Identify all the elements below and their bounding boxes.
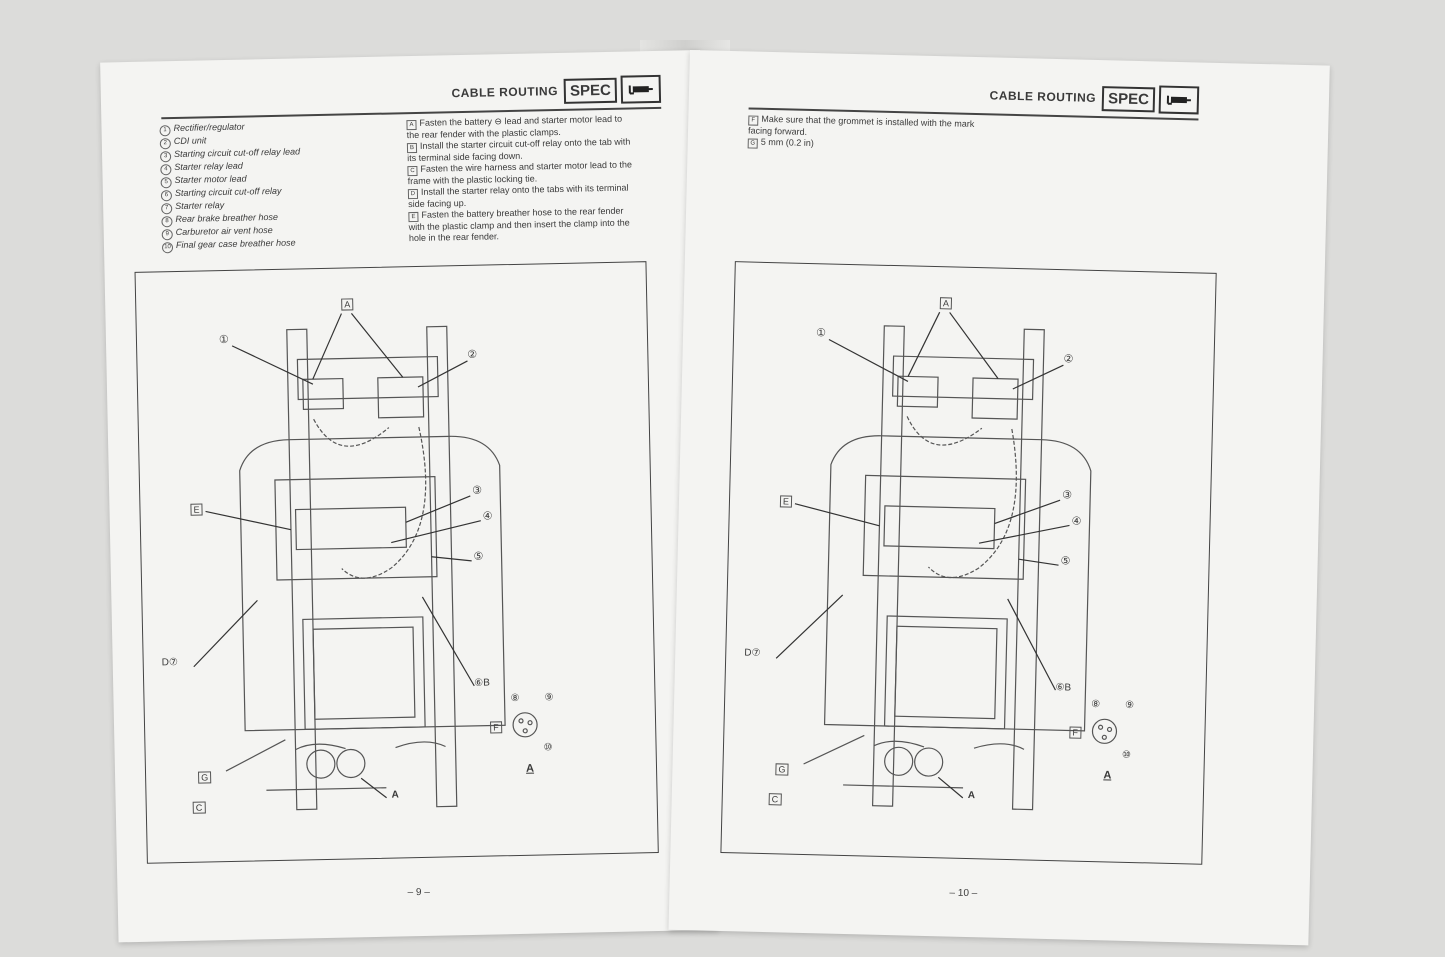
callout-9: ⑨ xyxy=(1124,699,1135,712)
page-header: CABLE ROUTING SPEC xyxy=(989,79,1200,116)
callout-2: ② xyxy=(1063,353,1074,366)
callout-10: ⑩ xyxy=(543,742,553,754)
callout-a-bottom: A xyxy=(391,789,399,801)
wrench-plug-icon xyxy=(620,74,662,104)
cable-routing-diagram: ① A ② ③ ④ ⑤ ⑥B E D⑦ F ⑧ ⑨ ⑩ A G C A xyxy=(134,261,659,864)
callout-8: ⑧ xyxy=(1090,698,1101,711)
callout-d7: D⑦ xyxy=(161,657,179,669)
callout-g: G xyxy=(775,763,789,776)
callout-1: ① xyxy=(218,333,229,347)
callout-1: ① xyxy=(815,327,827,340)
callout-f: F xyxy=(1069,726,1082,739)
page-header: CABLE ROUTING SPEC xyxy=(451,73,662,109)
callout-5: ⑤ xyxy=(1060,555,1071,568)
callout-e: E xyxy=(779,495,793,508)
callout-e: E xyxy=(190,503,203,516)
callout-4: ④ xyxy=(482,510,493,523)
frame-drawing xyxy=(775,311,1118,811)
callout-d7: D⑦ xyxy=(744,647,761,659)
callout-f: F xyxy=(490,721,502,734)
wrench-plug-icon xyxy=(1158,85,1200,115)
callout-5: ⑤ xyxy=(473,550,484,563)
callout-6b: ⑥B xyxy=(474,677,490,689)
callout-6b: ⑥B xyxy=(1055,682,1072,694)
callout-a-top: A xyxy=(341,298,354,311)
page-number: – 10 – xyxy=(949,887,978,900)
callout-g: G xyxy=(198,771,212,784)
view-a-label: A xyxy=(1103,769,1112,782)
spec-badge: SPEC xyxy=(563,77,618,104)
callout-2: ② xyxy=(467,348,478,361)
page-number: – 9 – xyxy=(407,886,430,899)
section-title: CABLE ROUTING xyxy=(989,88,1097,105)
spec-badge: SPEC xyxy=(1101,85,1156,112)
callout-c: C xyxy=(768,793,782,806)
callout-9: ⑨ xyxy=(544,692,554,704)
callout-10: ⑩ xyxy=(1121,749,1131,761)
section-title: CABLE ROUTING xyxy=(451,83,559,101)
view-a-label: A xyxy=(525,762,535,775)
cable-routing-diagram: ① A ② ③ ④ ⑤ ⑥B E D⑦ F ⑧ ⑨ ⑩ A G C A xyxy=(720,261,1217,865)
frame-drawing xyxy=(193,312,538,811)
callout-a-bottom: A xyxy=(967,790,976,802)
callout-3: ③ xyxy=(1062,489,1073,502)
callout-8: ⑧ xyxy=(510,692,520,705)
callout-3: ③ xyxy=(472,484,483,497)
callout-a-top: A xyxy=(939,297,953,310)
callout-c: C xyxy=(192,801,206,814)
callout-4: ④ xyxy=(1071,515,1082,528)
